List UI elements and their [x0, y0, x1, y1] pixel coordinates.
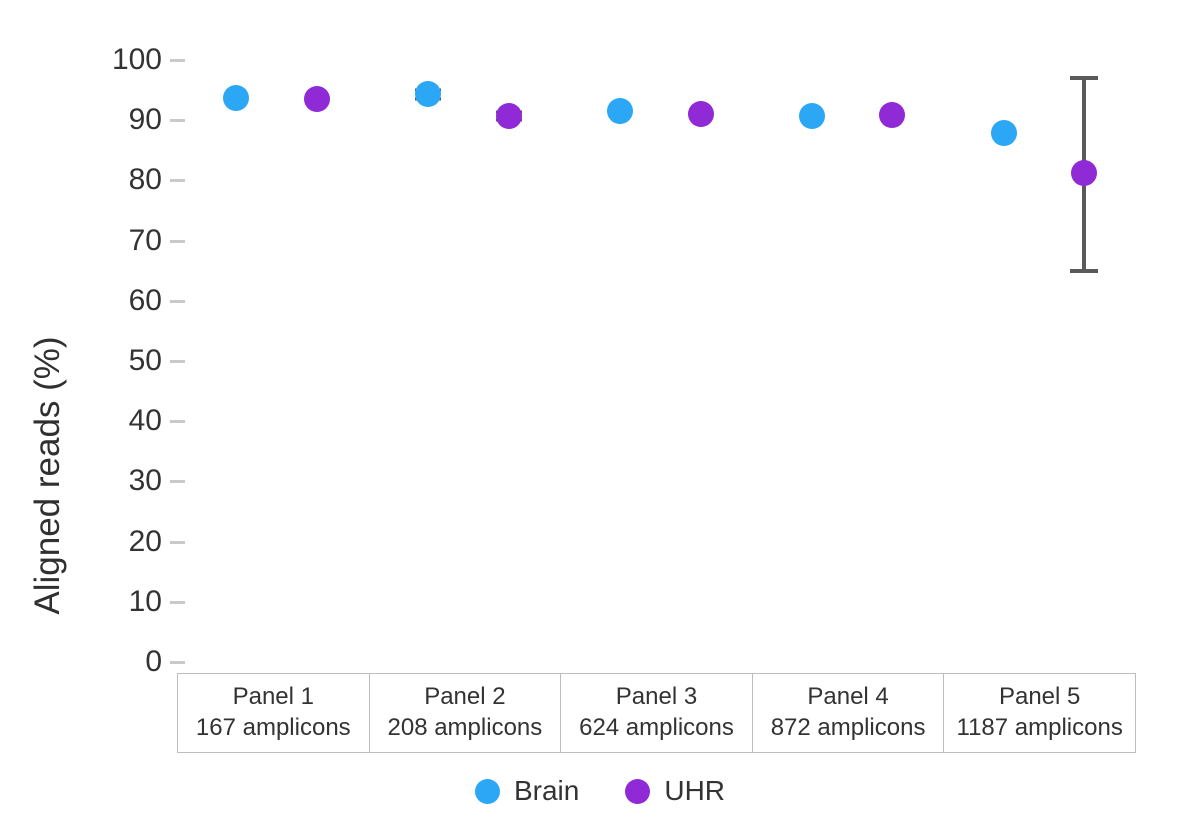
y-axis-tick-mark: [170, 239, 185, 243]
data-point-uhr-3[interactable]: [687, 101, 714, 128]
y-axis-tick-mark: [170, 420, 185, 424]
data-point-uhr-1[interactable]: [304, 86, 330, 113]
facet-title: Panel 2: [424, 683, 506, 711]
facet-subtitle: 1187 amplicons: [956, 714, 1123, 741]
y-axis-title-text: Aligned reads (%): [28, 336, 67, 615]
facet-title: Panel 1: [232, 683, 314, 711]
facet-label-panel-2: Panel 2 208 amplicons: [370, 674, 562, 752]
facet-label-panel-3: Panel 3 624 amplicons: [561, 674, 753, 752]
y-axis-tick-label: 50: [128, 344, 162, 377]
y-axis-tick-label: 70: [128, 223, 162, 257]
data-point-brain-1[interactable]: [223, 84, 250, 111]
data-point-brain-5[interactable]: [990, 120, 1017, 147]
y-axis-tick-mark: [170, 600, 185, 604]
y-axis-tick-label: 0: [145, 645, 162, 678]
data-point-uhr-2[interactable]: [495, 102, 522, 129]
plot-area: [177, 40, 1136, 673]
facet-label-panel-5: Panel 5 1187 amplicons: [944, 674, 1135, 752]
y-axis-tick-mark: [170, 540, 185, 544]
y-axis-tick-mark: [170, 119, 185, 123]
y-axis-tick-label: 30: [128, 464, 162, 498]
y-axis-tick-label: 10: [128, 584, 162, 618]
facet-title: Panel 5: [998, 683, 1081, 711]
legend-item-brain[interactable]: Brain: [474, 775, 580, 807]
y-axis-tick-mark: [170, 59, 185, 62]
y-axis-tick-label: 40: [128, 404, 162, 438]
data-point-brain-2[interactable]: [415, 81, 442, 108]
data-point-brain-4[interactable]: [798, 102, 825, 129]
y-axis-tick-label: 60: [128, 283, 162, 317]
y-axis-tick-mark: [170, 360, 185, 363]
legend-label: Brain: [513, 775, 580, 806]
facet-subtitle: 872 amplicons: [770, 714, 926, 741]
y-axis-tick-mark: [170, 179, 185, 183]
data-point-uhr-4[interactable]: [879, 102, 906, 129]
data-point-brain-3[interactable]: [607, 98, 634, 125]
y-axis-tick-label: 100: [111, 43, 162, 76]
y-axis-tick-labels: 0 10 20 30 40 50 60 70 80 90 100: [96, 0, 168, 831]
y-axis-tick-mark: [170, 480, 185, 484]
facet-label-panel-1: Panel 1 167 amplicons: [178, 674, 370, 752]
error-bar-cap: [1070, 76, 1099, 81]
y-axis-tick-label: 80: [128, 163, 162, 197]
y-axis-tick-label: 90: [128, 103, 162, 137]
chart-legend: Brain UHR: [0, 766, 1200, 816]
legend-item-uhr[interactable]: UHR: [625, 775, 725, 807]
data-point-uhr-5[interactable]: [1071, 160, 1098, 187]
facet-label-panel-4: Panel 4 872 amplicons: [753, 674, 945, 752]
facet-title: Panel 4: [807, 683, 889, 711]
error-bar-cap: [1070, 268, 1099, 273]
facet-subtitle: 167 amplicons: [195, 714, 351, 741]
y-axis-tick-mark: [170, 299, 185, 303]
circle-marker-icon: [474, 778, 500, 804]
y-axis-tick-mark: [170, 661, 185, 664]
facet-subtitle: 624 amplicons: [579, 714, 734, 741]
facet-strip: Panel 1 167 amplicons Panel 2 208 amplicons…: [177, 673, 1136, 753]
legend-label: UHR: [664, 775, 726, 806]
y-axis-tick-label: 20: [128, 524, 162, 558]
facet-subtitle: 208 amplicons: [387, 714, 543, 741]
y-axis-title: Aligned reads (%): [0, 0, 96, 831]
facet-title: Panel 3: [615, 683, 698, 711]
y-axis-tick-marks: [168, 0, 190, 831]
circle-marker-icon: [625, 778, 651, 804]
